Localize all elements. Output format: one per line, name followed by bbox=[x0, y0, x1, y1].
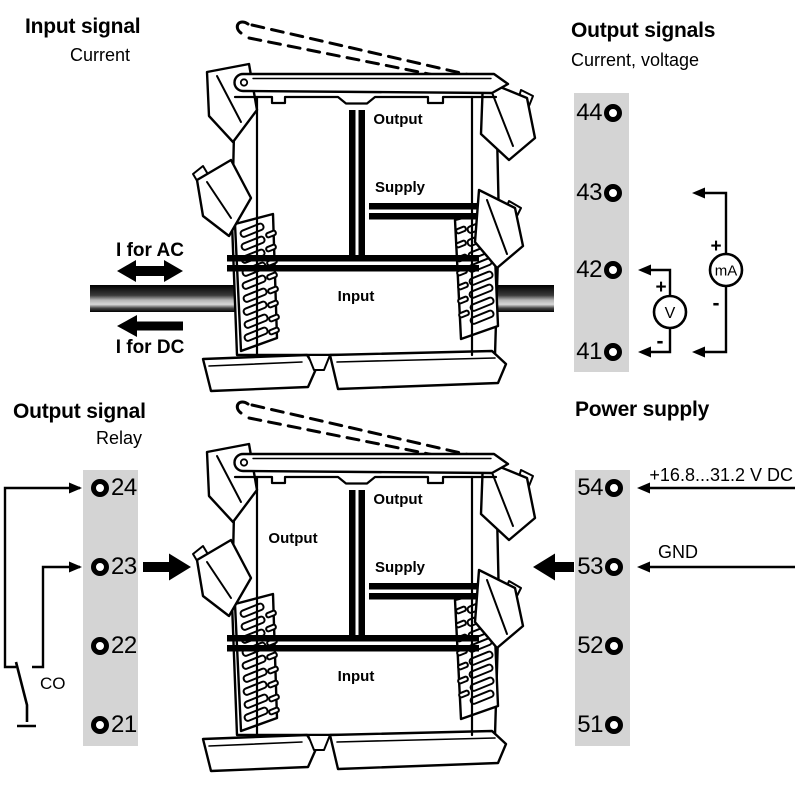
relay-signal-arrow bbox=[143, 553, 191, 581]
ac-double-arrow bbox=[117, 260, 183, 282]
terminal-ring bbox=[605, 637, 623, 655]
terminal-51: 51 bbox=[575, 710, 630, 740]
terminal-ring bbox=[605, 558, 623, 576]
compartment-output-top: Output bbox=[373, 111, 423, 128]
terminal-53: 53 bbox=[575, 552, 630, 582]
compartment-input-top: Input bbox=[337, 288, 375, 305]
terminal-ring bbox=[604, 343, 622, 361]
relay-contact-wiring bbox=[3, 482, 82, 728]
input-signal-title: Input signal bbox=[25, 15, 141, 38]
output-signals-subtitle: Current, voltage bbox=[571, 50, 700, 70]
terminal-ring bbox=[604, 104, 622, 122]
compartment-supply-top: Supply bbox=[374, 179, 425, 196]
converter-module-top bbox=[191, 20, 537, 393]
terminal-ring bbox=[605, 479, 623, 497]
terminal-43: 43 bbox=[574, 178, 629, 208]
terminal-52: 52 bbox=[575, 631, 630, 661]
terminal-ring bbox=[91, 558, 109, 576]
terminal-21: 21 bbox=[83, 710, 138, 740]
ammeter-label: mA bbox=[715, 263, 738, 280]
terminal-24: 24 bbox=[83, 473, 138, 503]
terminal-ring bbox=[605, 716, 623, 734]
input-signal-subtitle: Current bbox=[69, 45, 130, 65]
converter-module-bottom bbox=[191, 400, 537, 773]
meter-labels: V mA + - + - bbox=[655, 236, 737, 353]
compartment-output-left-bottom: Output bbox=[268, 530, 318, 547]
output-signals-title: Output signals bbox=[571, 19, 716, 42]
terminal-44: 44 bbox=[574, 98, 629, 128]
terminal-strip-relay: 24 23 22 21 bbox=[83, 470, 138, 746]
co-contact-label: CO bbox=[40, 674, 66, 693]
compartment-output-bottom: Output bbox=[373, 491, 423, 508]
dc-left-arrow bbox=[117, 315, 183, 337]
ammeter-circuit bbox=[692, 187, 744, 358]
terminal-ring bbox=[604, 261, 622, 279]
ammeter-plus: + bbox=[710, 236, 721, 257]
terminal-22: 22 bbox=[83, 631, 138, 661]
changeover-lever bbox=[14, 661, 29, 722]
voltmeter-symbol bbox=[652, 294, 688, 330]
i-for-ac-label: I for AC bbox=[116, 240, 184, 261]
voltmeter-circuit bbox=[638, 264, 688, 358]
voltmeter-label: V bbox=[665, 305, 676, 322]
terminal-41: 41 bbox=[574, 337, 629, 367]
terminal-ring bbox=[91, 716, 109, 734]
output-signal-title: Output signal bbox=[13, 400, 146, 423]
power-flow-arrow bbox=[533, 553, 574, 581]
terminal-strip-power: 54 53 52 51 bbox=[575, 470, 630, 746]
power-supply-title: Power supply bbox=[575, 398, 710, 421]
compartment-supply-bottom: Supply bbox=[374, 559, 425, 576]
gnd-label: GND bbox=[658, 542, 698, 562]
terminal-54: 54 bbox=[575, 473, 630, 503]
power-supply-wiring bbox=[637, 482, 795, 573]
terminal-ring bbox=[91, 479, 109, 497]
ammeter-symbol bbox=[708, 252, 744, 288]
i-for-dc-label: I for DC bbox=[115, 337, 185, 358]
compartment-input-bottom: Input bbox=[337, 668, 375, 685]
voltmeter-plus: + bbox=[655, 277, 666, 298]
terminal-strip-output-signals: 44 43 42 41 bbox=[574, 93, 629, 372]
terminal-23: 23 bbox=[83, 552, 138, 582]
current-direction-arrows bbox=[117, 260, 183, 337]
voltmeter-minus: - bbox=[657, 330, 664, 353]
output-signal-subtitle: Relay bbox=[95, 428, 142, 448]
terminal-ring bbox=[91, 637, 109, 655]
terminal-ring bbox=[604, 184, 622, 202]
ammeter-minus: - bbox=[713, 292, 720, 315]
supply-voltage-label: +16.8...31.2 V DC bbox=[649, 465, 793, 485]
terminal-42: 42 bbox=[574, 255, 629, 285]
